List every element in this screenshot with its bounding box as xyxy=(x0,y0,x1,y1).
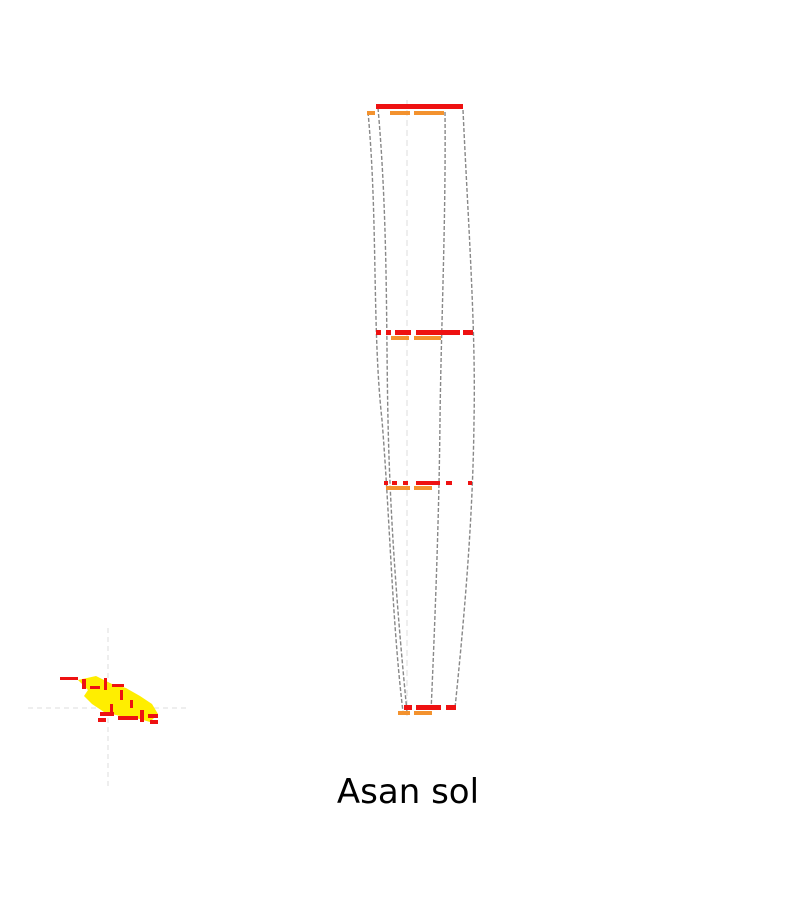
bar-red xyxy=(392,481,397,485)
bar-red xyxy=(376,330,381,335)
connector-curve xyxy=(430,111,446,713)
bar-orange xyxy=(414,336,441,340)
bar-red xyxy=(416,330,460,335)
bar-red xyxy=(404,705,412,710)
connector-curve xyxy=(367,111,404,713)
bar-orange xyxy=(398,711,410,715)
bar-group-third xyxy=(384,481,472,490)
bar-orange xyxy=(414,111,444,115)
bar-red xyxy=(463,330,473,335)
cluster-marks-red xyxy=(60,677,158,724)
bar-orange xyxy=(414,711,432,715)
bar-group-bottom xyxy=(398,705,456,715)
bar-orange xyxy=(414,486,432,490)
bar-red xyxy=(386,330,391,335)
bar-red xyxy=(403,481,408,485)
connector-lines xyxy=(367,107,476,713)
bar-group-second xyxy=(376,330,473,340)
level-bars xyxy=(367,104,473,715)
bar-orange xyxy=(391,336,409,340)
bar-group-top xyxy=(367,104,463,115)
bar-orange xyxy=(367,111,375,115)
diagram-caption: Asan sol xyxy=(336,772,480,812)
bar-orange xyxy=(390,111,410,115)
cluster-shape-yellow xyxy=(78,676,158,722)
bar-red xyxy=(376,104,463,109)
bar-orange xyxy=(386,486,410,490)
bar-red xyxy=(446,481,452,485)
bar-red xyxy=(416,705,441,710)
bar-red xyxy=(395,330,411,335)
bar-red xyxy=(416,481,440,485)
bar-red xyxy=(468,481,472,485)
bar-red xyxy=(384,481,388,485)
inset-cluster xyxy=(28,628,188,790)
bar-red xyxy=(446,705,456,710)
connector-curve xyxy=(377,107,408,713)
connector-curve xyxy=(454,109,476,709)
